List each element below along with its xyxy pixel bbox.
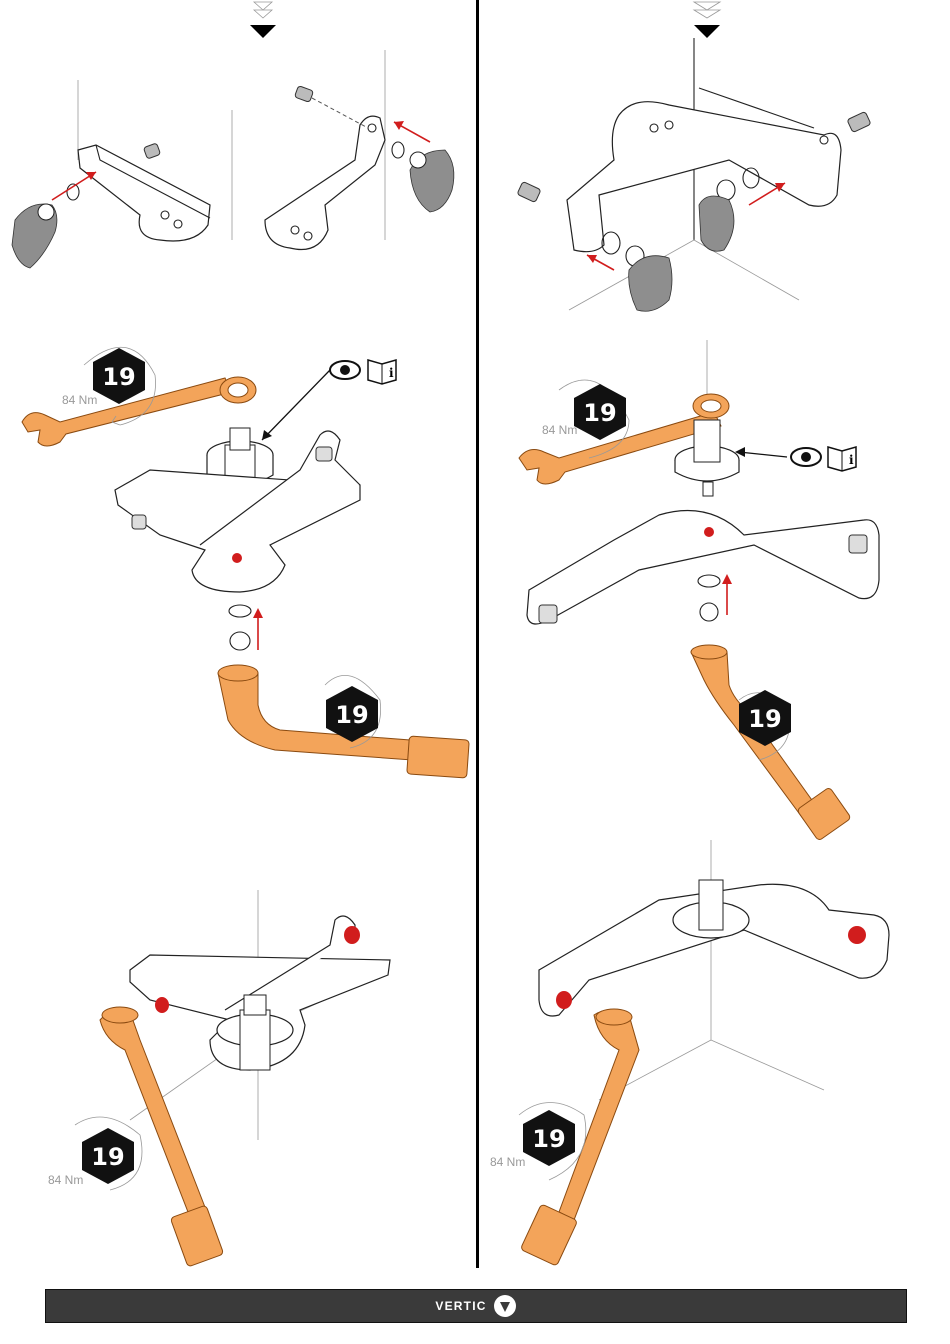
size-badge: 19 xyxy=(574,384,626,440)
step-left-mount-tightening: 19 84 Nm i xyxy=(0,330,476,800)
svg-text:19: 19 xyxy=(91,1143,124,1171)
highlight-hole xyxy=(704,527,714,537)
svg-text:19: 19 xyxy=(335,701,368,729)
down-arrow-icon xyxy=(250,2,276,38)
step-left-bracket-insertion xyxy=(0,0,476,300)
vertic-logo-icon xyxy=(493,1294,517,1318)
highlight-nut xyxy=(848,926,866,944)
svg-text:84 Nm: 84 Nm xyxy=(48,1173,83,1187)
svg-text:84 Nm: 84 Nm xyxy=(62,393,97,407)
gloved-hand-icon xyxy=(410,150,454,212)
svg-text:84 Nm: 84 Nm xyxy=(490,1155,525,1169)
highlight-nut xyxy=(556,991,572,1009)
gloved-hand-icon xyxy=(699,196,734,251)
step-left-final-check: 19 84 Nm xyxy=(0,890,476,1270)
svg-text:19: 19 xyxy=(583,399,616,427)
size-badge: 19 xyxy=(523,1110,575,1166)
eye-icon xyxy=(330,361,360,379)
eye-icon xyxy=(791,448,821,466)
step-right-mount-tightening: 19 84 Nm i xyxy=(479,340,950,840)
svg-text:i: i xyxy=(849,453,854,467)
step-right-final-check: 19 84 Nm xyxy=(479,840,950,1270)
svg-text:19: 19 xyxy=(748,705,781,733)
manual-info-icon: i xyxy=(368,360,396,384)
gloved-hand-icon xyxy=(629,256,672,312)
size-badge: 19 xyxy=(82,1128,134,1184)
down-arrow-icon xyxy=(694,2,720,38)
svg-text:19: 19 xyxy=(102,363,135,391)
gloved-hand-icon xyxy=(12,204,57,268)
svg-text:84 Nm: 84 Nm xyxy=(542,423,577,437)
step-right-bracket-insertion xyxy=(479,0,950,320)
brand-name: VERTIC xyxy=(435,1299,486,1313)
size-badge: 19 xyxy=(326,686,378,742)
highlight-hole xyxy=(232,553,242,563)
size-badge: 19 xyxy=(93,348,145,404)
socket-wrench xyxy=(691,645,851,841)
highlight-nut xyxy=(344,926,360,944)
svg-text:i: i xyxy=(389,366,394,380)
manual-info-icon: i xyxy=(828,447,856,471)
footer-bar: VERTIC xyxy=(45,1289,907,1323)
svg-text:19: 19 xyxy=(532,1125,565,1153)
highlight-nut xyxy=(155,997,169,1013)
